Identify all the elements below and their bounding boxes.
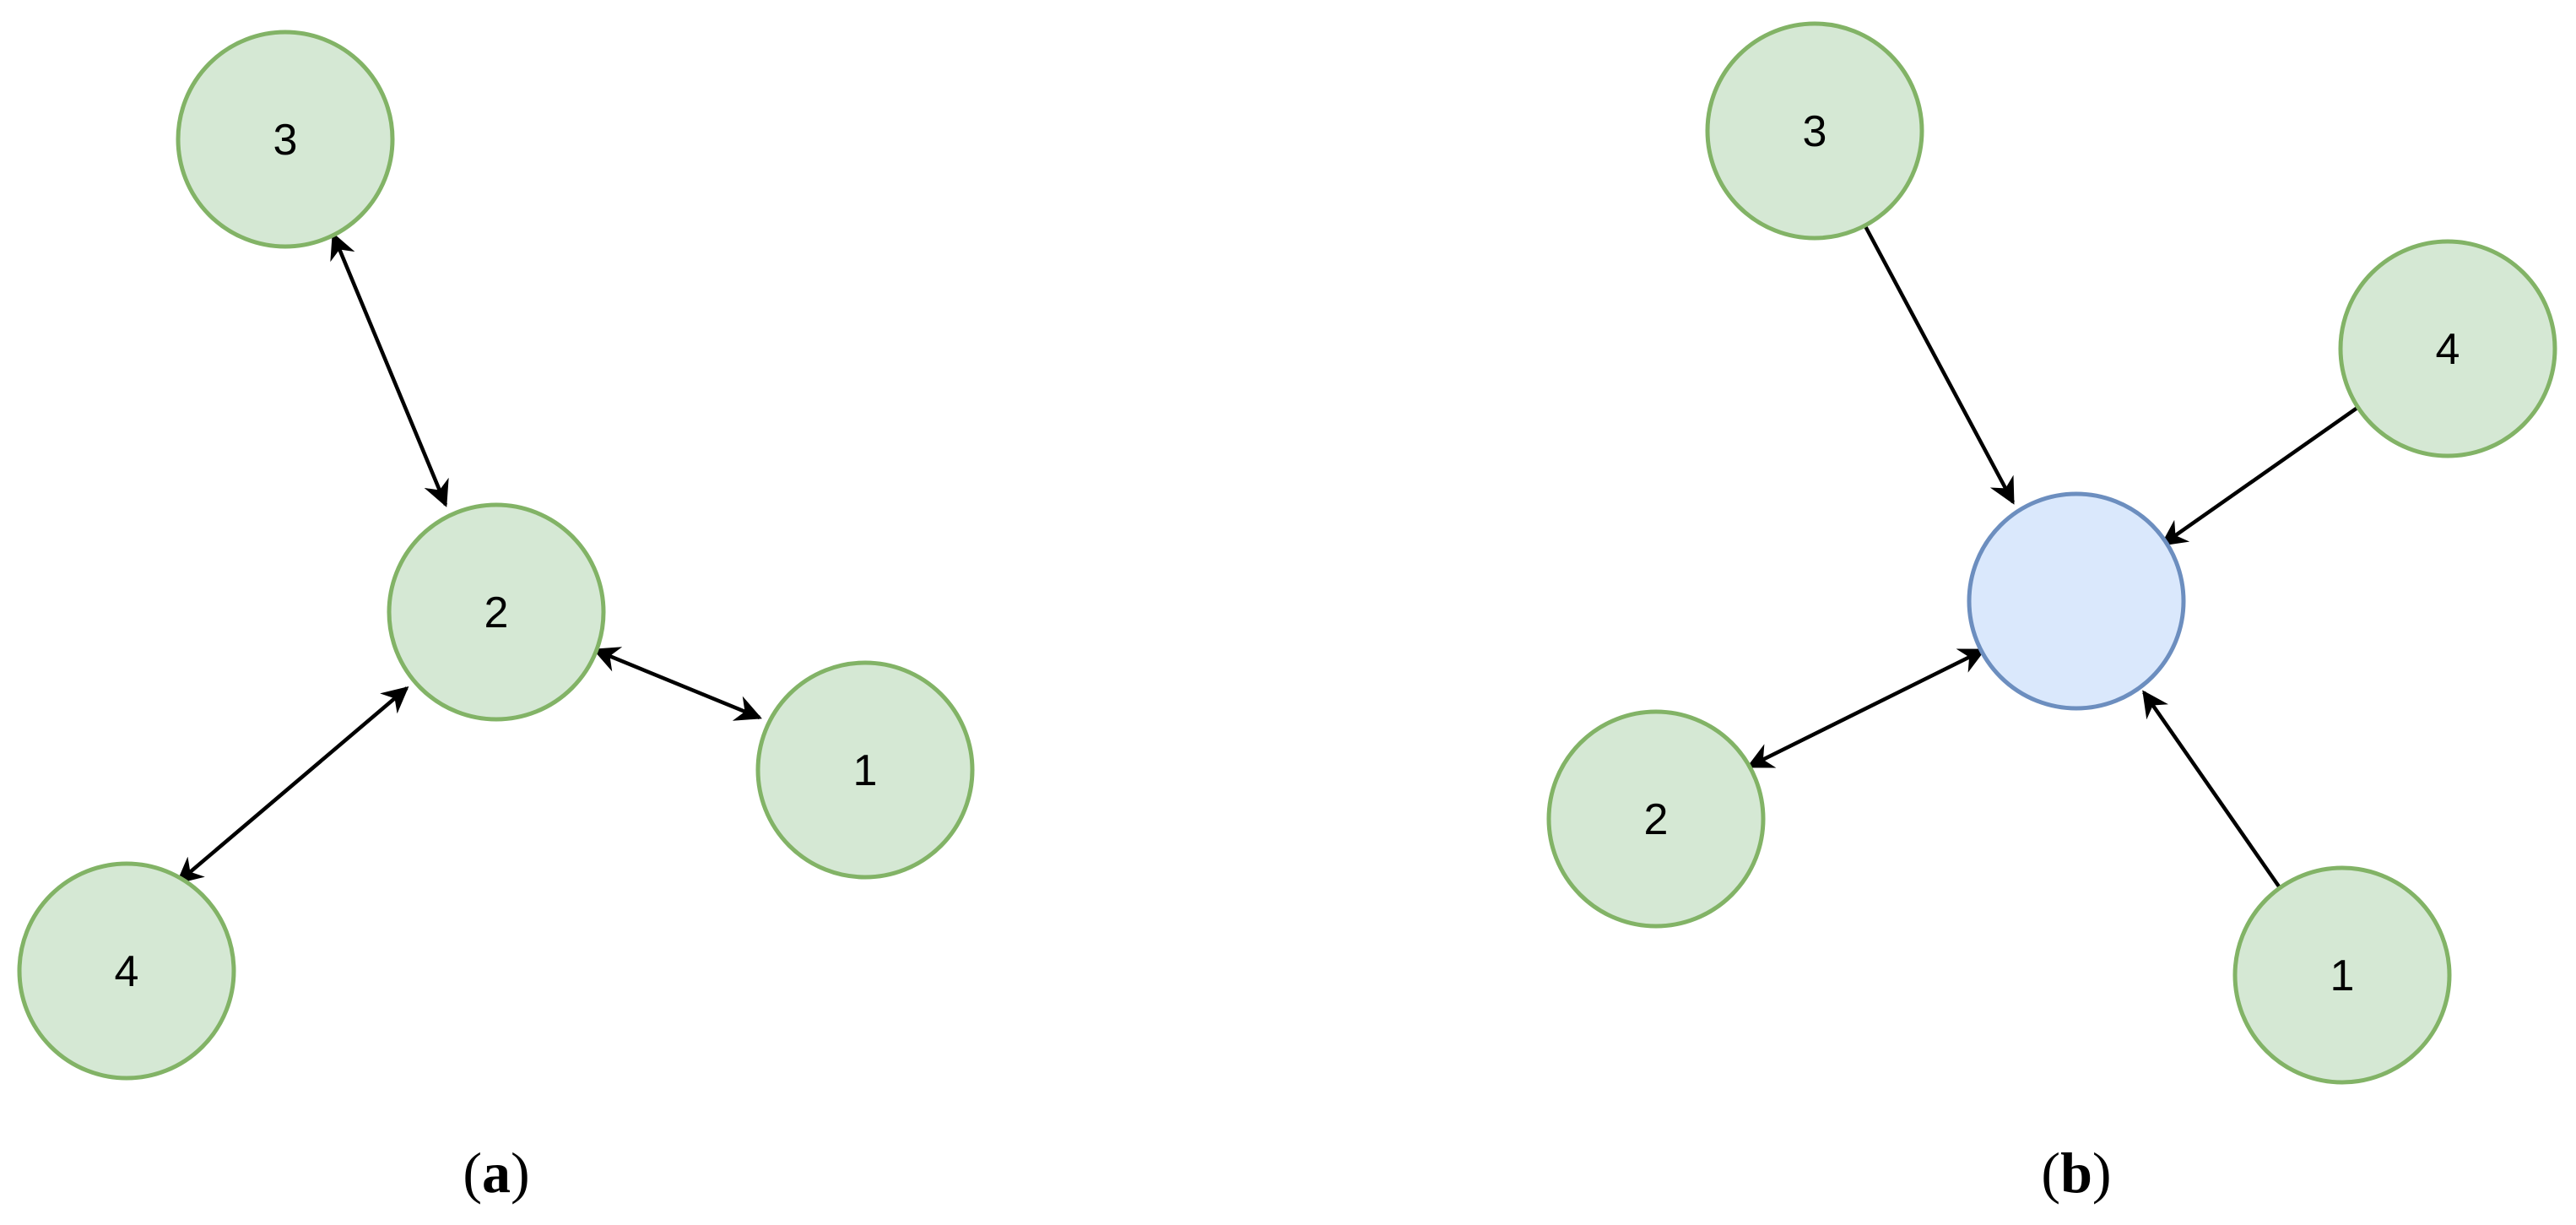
- node-b-4: 4: [2338, 239, 2557, 458]
- node-b-1-label: 1: [2330, 951, 2355, 1000]
- node-b-hub: [1967, 491, 2186, 711]
- caption-b-close: ): [2092, 1141, 2112, 1205]
- caption-a-open: (: [463, 1141, 482, 1205]
- node-a-4-label: 4: [115, 947, 139, 996]
- node-a-4: 4: [17, 861, 236, 1081]
- edge-b-4-hub: [2160, 402, 2365, 546]
- caption-b-open: (: [2041, 1141, 2060, 1205]
- node-b-3: 3: [1705, 21, 1924, 241]
- edge-a-3-2: [330, 232, 449, 507]
- node-b-2: 2: [1546, 709, 1766, 929]
- panel-a: 3 2 1 4 (a): [17, 30, 975, 1205]
- caption-a: (a): [463, 1141, 529, 1205]
- node-a-3: 3: [176, 30, 395, 249]
- node-b-1: 1: [2232, 865, 2452, 1085]
- node-b-4-label: 4: [2436, 325, 2460, 374]
- node-a-1: 1: [755, 660, 975, 880]
- edge-b-2-hub: [1746, 648, 1986, 769]
- edge-a-2-1: [593, 647, 762, 721]
- caption-a-close: ): [511, 1141, 530, 1205]
- panel-b: 3 4 2 1 (b): [1546, 21, 2557, 1205]
- caption-b: (b): [2041, 1141, 2111, 1205]
- edge-a-2-4: [176, 686, 409, 885]
- caption-a-letter: a: [482, 1141, 511, 1205]
- node-a-2: 2: [387, 502, 606, 722]
- node-b-2-label: 2: [1644, 795, 1669, 844]
- caption-b-letter: b: [2060, 1141, 2092, 1205]
- edge-b-1-hub: [2142, 690, 2281, 888]
- node-a-1-label: 1: [853, 746, 878, 795]
- node-a-2-label: 2: [484, 588, 509, 637]
- edge-b-3-hub: [1864, 225, 2015, 505]
- node-a-3-label: 3: [273, 116, 298, 165]
- node-b-3-label: 3: [1803, 107, 1827, 156]
